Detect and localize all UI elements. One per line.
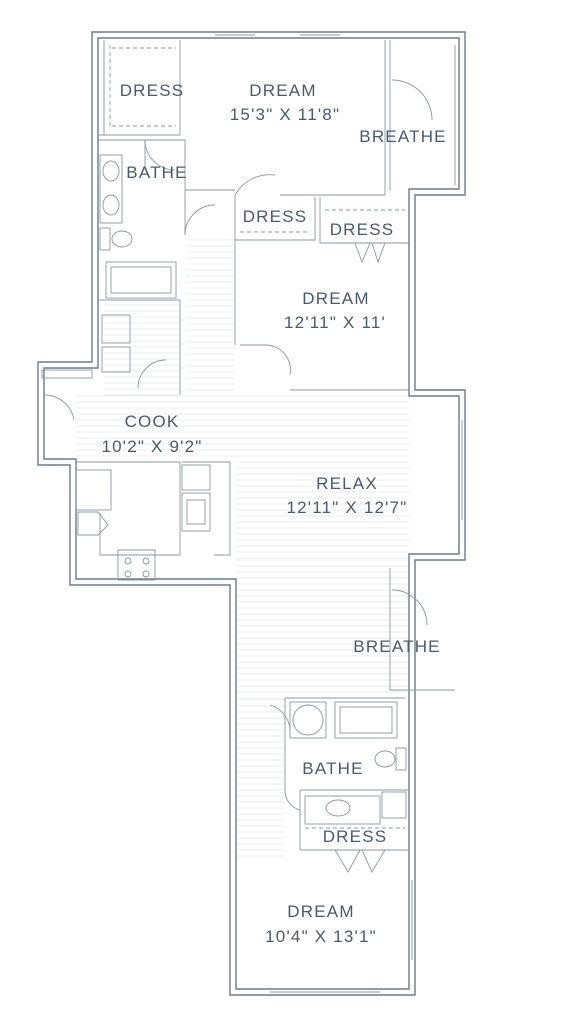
room-cook-size: 10'2" X 9'2" [101,437,202,456]
room-dress-mid-right-label: DRESS [330,220,395,239]
windows [215,34,463,993]
doors [43,79,433,873]
room-dream-master-size: 15'3" X 11'8" [230,105,340,124]
room-labels: DRESS DREAM 15'3" X 11'8" BREATHE BATHE … [101,81,446,946]
room-dress-mid-left-label: DRESS [243,207,308,226]
room-dream-master-label: DREAM [249,81,316,100]
room-dress-master-label: DRESS [120,81,185,100]
room-dream-second-size: 12'11" X 11' [284,313,386,332]
room-bathe-bottom-label: BATHE [302,759,363,778]
room-breathe-bottom-label: BREATHE [353,637,440,656]
fixtures [41,45,407,829]
interior-walls [76,40,456,851]
room-relax-size: 12'11" X 12'7" [286,498,407,517]
room-dream-second-label: DREAM [302,289,369,308]
room-dream-third-size: 10'4" X 13'1" [265,927,377,946]
room-dream-third-label: DREAM [287,902,354,921]
room-dress-bottom-label: DRESS [323,827,388,846]
room-bathe-top-label: BATHE [126,163,187,182]
outer-walls [37,31,466,996]
room-cook-label: COOK [125,412,180,431]
room-relax-label: RELAX [316,474,378,493]
room-breathe-top-label: BREATHE [359,127,446,146]
